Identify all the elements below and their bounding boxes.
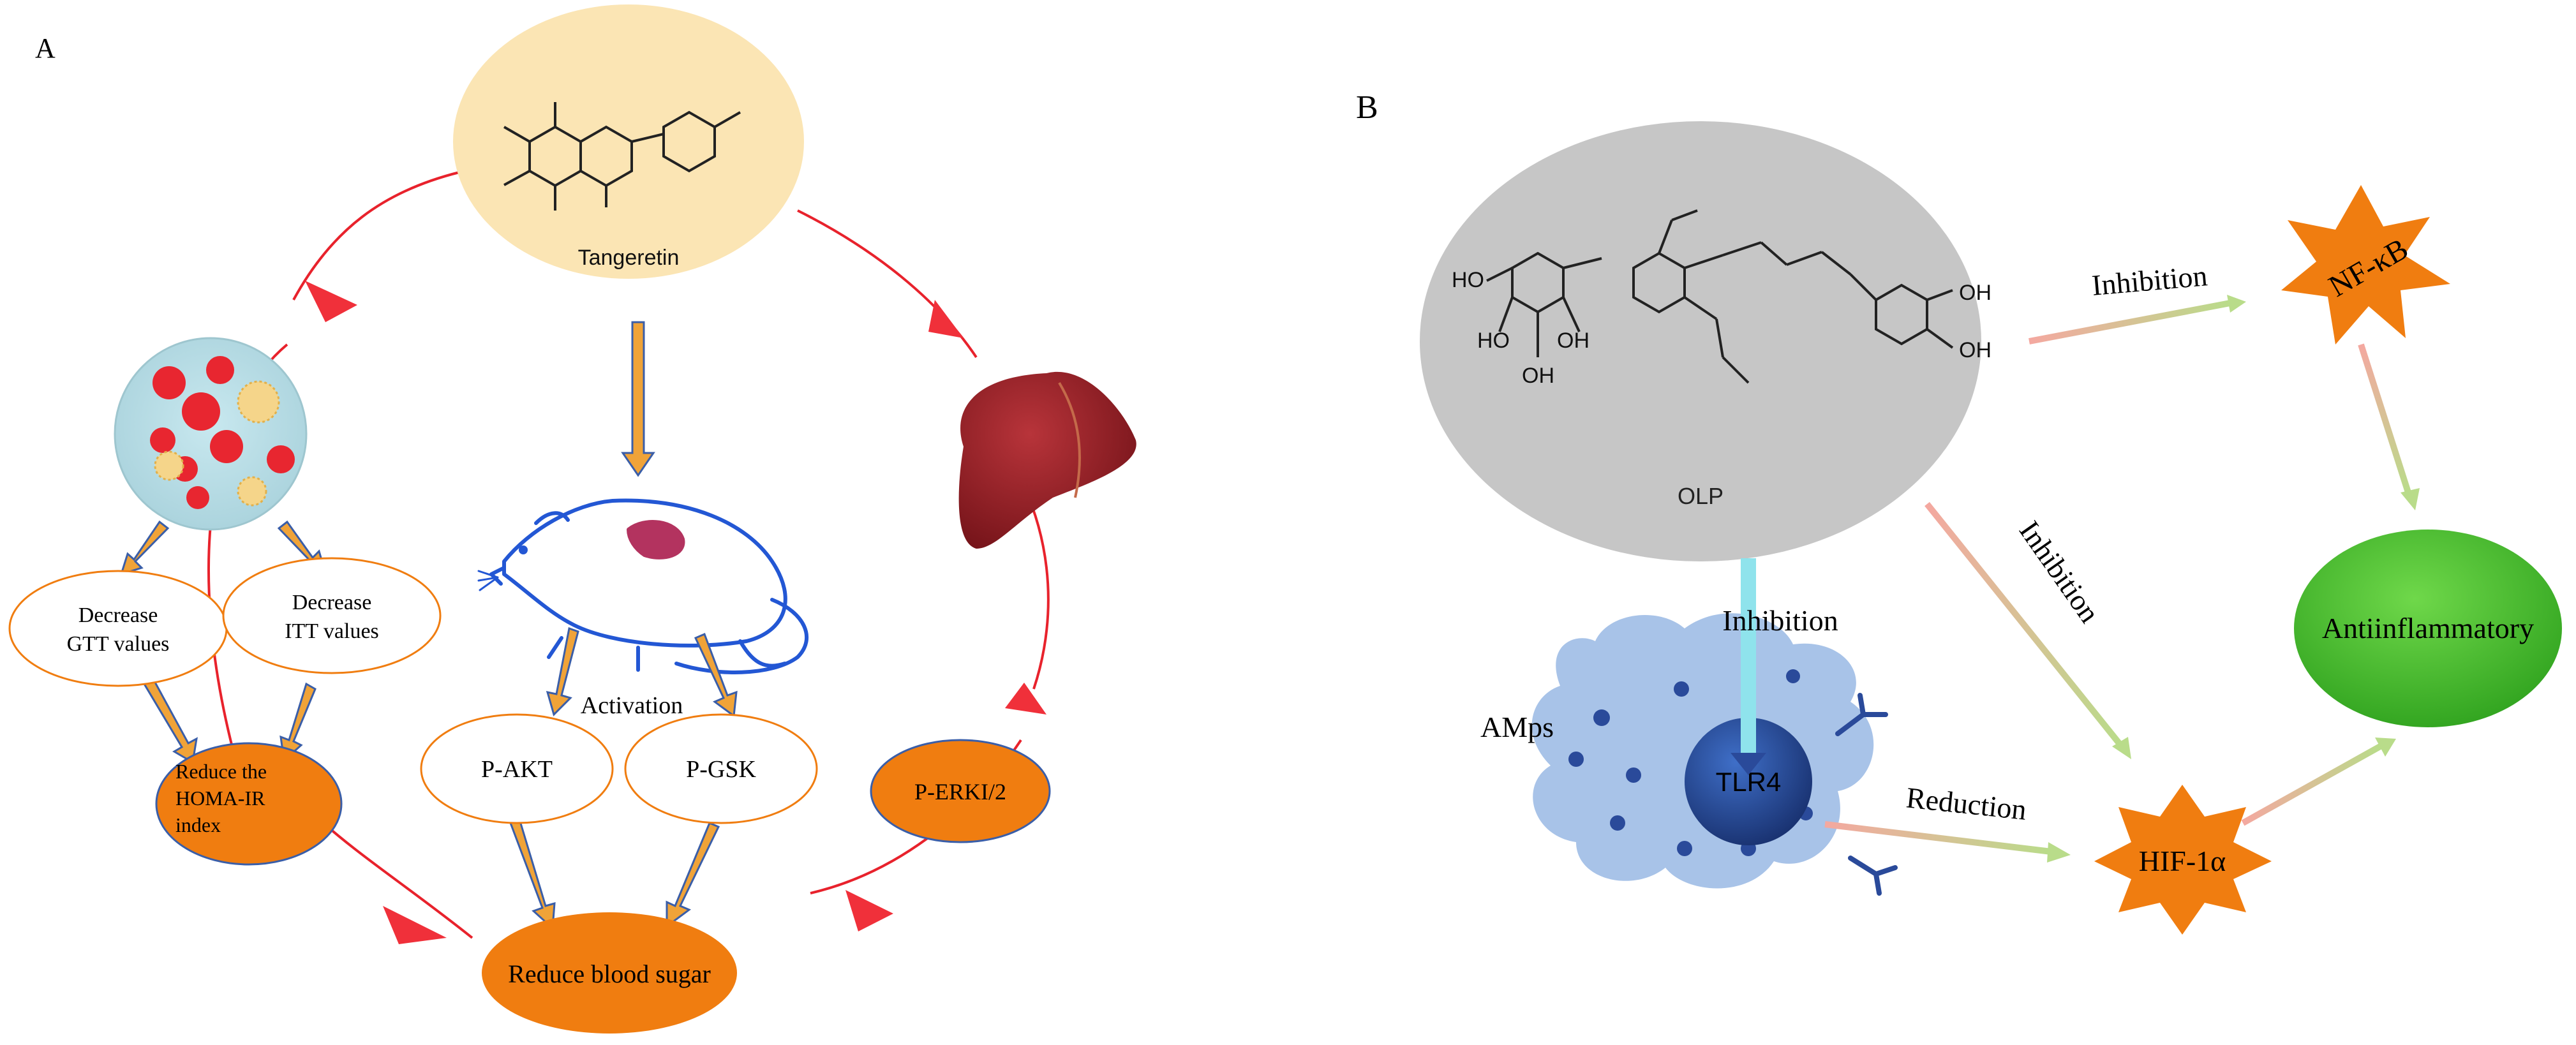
arrow-nfkb-to-anti	[2358, 343, 2420, 510]
p-erk-node: P-ERKI/2	[870, 739, 1051, 843]
itt-line-2: ITT values	[285, 619, 379, 643]
chem-label-oh-1: OH	[1557, 329, 1590, 353]
p-gsk-label: P-GSK	[686, 756, 756, 783]
nfkb-node: NF-κB	[2281, 185, 2450, 345]
tangeretin-node: Tangeretin	[453, 4, 804, 279]
panel-a-label: A	[35, 33, 56, 64]
arrow-olp-to-nfkb	[2029, 295, 2246, 345]
amps-label: AMps	[1480, 711, 1554, 743]
olp-label: OLP	[1678, 483, 1724, 509]
inhibition-down-label: Inhibition	[1722, 604, 1838, 637]
mouse-icon	[477, 498, 809, 674]
panel-b-label: B	[1356, 89, 1378, 126]
hif-label: HIF-1α	[2139, 845, 2226, 877]
liver-icon	[958, 371, 1136, 549]
gtt-line-2: GTT values	[67, 632, 170, 656]
tangeretin-label: Tangeretin	[578, 246, 680, 270]
arrowhead-3	[1005, 683, 1046, 715]
chem-label-ho-2: HO	[1477, 329, 1510, 353]
reduce-blood-sugar-node: Reduce blood sugar	[482, 912, 737, 1034]
p-akt-label: P-AKT	[481, 756, 553, 783]
arrowhead-5	[383, 906, 447, 944]
homa-line-1: Reduce the	[175, 760, 267, 783]
arrow-pgsk-to-outcome	[666, 822, 720, 928]
chem-label-oh-3: OH	[1959, 281, 1992, 305]
olp-node: HO HO OH OH OH OH OLP	[1420, 121, 1992, 561]
hif-star-icon	[2094, 785, 2272, 935]
arrow-cell-to-gtt	[119, 520, 170, 576]
antiinflammatory-node: Antiinflammatory	[2294, 530, 2562, 727]
p-akt-node: P-AKT	[420, 713, 614, 824]
olp-structure-icon	[1486, 209, 1954, 384]
reduce-blood-sugar-label: Reduce blood sugar	[508, 960, 711, 988]
gtt-line-1: Decrease	[78, 604, 158, 627]
blood-cell-icon	[114, 337, 308, 531]
itt-line-1: Decrease	[292, 591, 372, 614]
inhibition-diag-label: Inhibition	[2013, 515, 2106, 628]
p-erk-label: P-ERKI/2	[914, 779, 1006, 804]
homa-line-3: index	[175, 813, 221, 836]
antiinflammatory-label: Antiinflammatory	[2322, 612, 2534, 644]
arrow-mouse-to-pakt	[546, 627, 579, 716]
panel-a: A	[8, 4, 1136, 1034]
chem-label-oh-2: OH	[1522, 364, 1554, 388]
arrow-pakt-to-outcome	[509, 817, 556, 931]
inhibition-top-label: Inhibition	[2090, 259, 2208, 302]
arrow-olp-to-hif	[1925, 501, 2131, 759]
arrow-tangeretin-to-mouse	[621, 321, 655, 477]
arrow-olp-to-tlr4	[1731, 558, 1766, 775]
tlr4-node: TLR4	[1685, 718, 1812, 845]
chem-label-ho-1: HO	[1452, 268, 1484, 292]
arrow-tlr4-to-hif	[1824, 821, 2071, 863]
cycle-arrowheads	[305, 281, 1046, 944]
hif-node: HIF-1α	[2094, 785, 2272, 935]
gtt-node: Decrease GTT values	[8, 570, 228, 687]
nfkb-star-icon	[2281, 185, 2450, 345]
itt-node: Decrease ITT values	[222, 557, 442, 674]
arrowhead-2	[928, 300, 964, 338]
arrow-hif-to-anti	[2241, 737, 2396, 826]
homa-node: Reduce the HOMA-IR index	[155, 742, 343, 866]
panel-b: B AMps TLR4	[1356, 89, 2562, 935]
arc-top-left	[292, 171, 460, 300]
tangeretin-structure-icon	[503, 102, 741, 211]
p-gsk-node: P-GSK	[624, 713, 818, 824]
chem-label-oh-4: OH	[1959, 338, 1992, 362]
homa-line-2: HOMA-IR	[175, 787, 265, 810]
arrowhead-1	[305, 281, 357, 322]
reduction-label: Reduction	[1905, 781, 2028, 826]
activation-label: Activation	[581, 692, 683, 719]
arrow-mouse-to-pgsk	[694, 633, 738, 718]
arrow-gtt-to-homa	[142, 677, 198, 764]
arrowhead-4	[845, 890, 893, 931]
